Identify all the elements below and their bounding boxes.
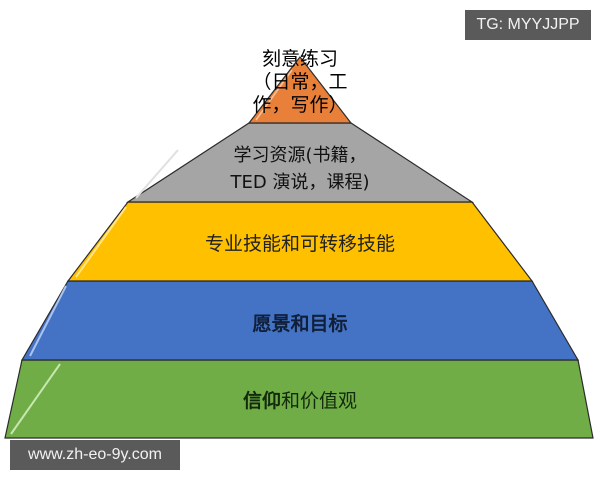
layer-1-line-1: 刻意练习 [261, 48, 338, 70]
watermark-top-right: TG: MYYJJPP [465, 10, 591, 40]
bevel-highlight [29, 285, 67, 357]
layer-1-line-3: 作，写作） [252, 94, 348, 116]
layer-5-label: 信仰和价值观 [130, 386, 470, 413]
bevel-highlight [75, 206, 127, 278]
layer-2-line-2: TED 演说，课程) [230, 172, 370, 193]
watermark-bottom-left: www.zh-eo-9y.com [10, 440, 180, 470]
layer-1-line-2: （日常，工 [252, 71, 348, 93]
layer-1-label: 刻意练习 （日常，工 作，写作） [200, 48, 400, 117]
layer-5-label-bold: 信仰 [242, 390, 281, 412]
layer-2-label: 学习资源(书籍， TED 演说，课程) [190, 142, 410, 196]
layer-5-label-rest: 和价值观 [281, 390, 358, 412]
layer-2-line-1: 学习资源(书籍， [233, 145, 367, 166]
bevel-highlight [10, 363, 61, 435]
layer-deliberate-practice [247, 56, 353, 124]
bevel-highlight [135, 149, 179, 199]
layer-3-label: 专业技能和可转移技能 [204, 233, 395, 255]
bevel-highlight [255, 69, 293, 121]
layer-4-label: 愿景和目标 [252, 313, 348, 335]
